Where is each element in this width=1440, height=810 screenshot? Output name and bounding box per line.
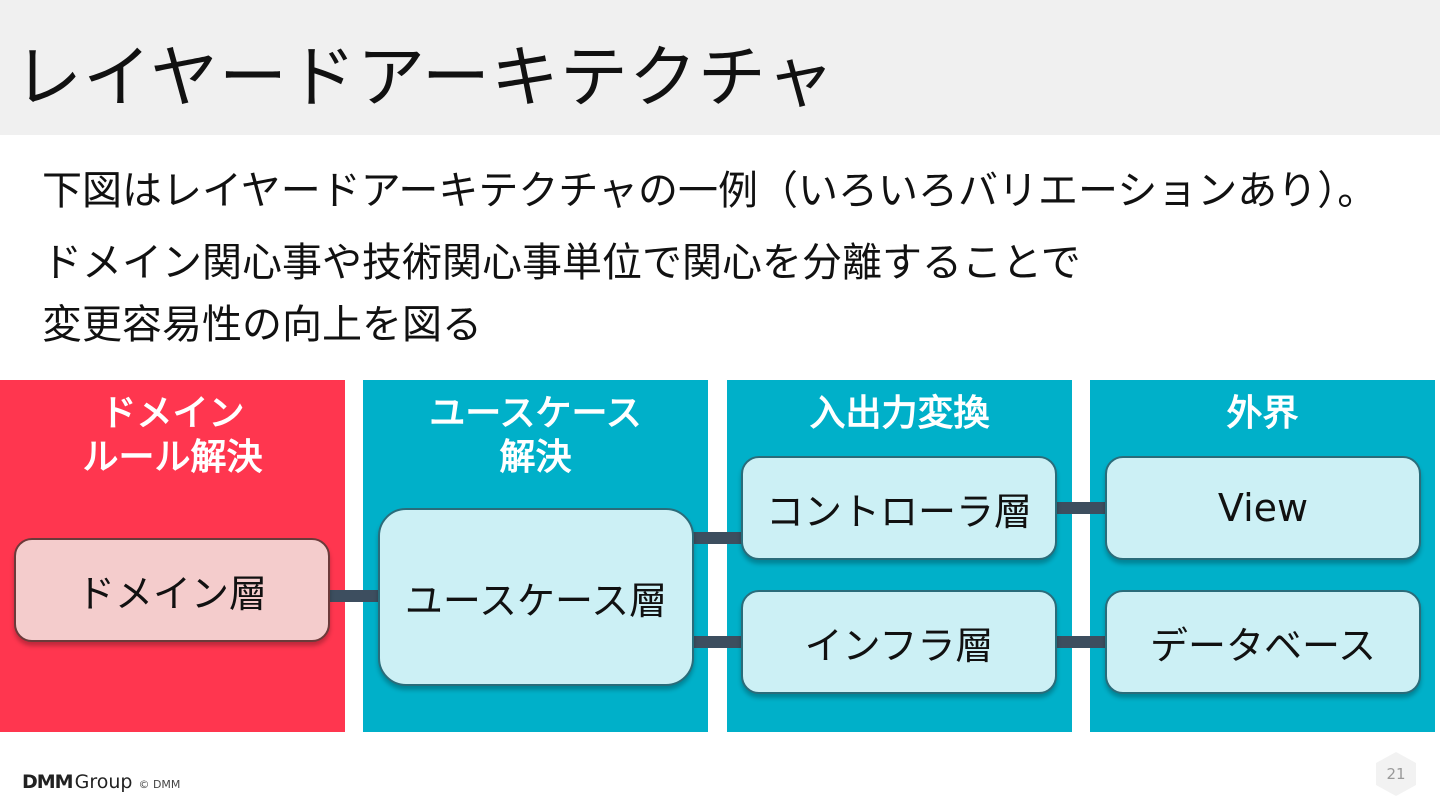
connector-usecase-controller [692,532,742,544]
connector-domain-usecase [328,590,380,602]
view-box: View [1105,456,1421,560]
description-line-2b: 変更容易性の向上を図る [42,302,482,348]
column-heading-line: ルール解決 [82,437,263,478]
connector-usecase-infra [692,636,742,648]
column-heading-line: ドメイン [100,393,245,434]
box-label: データベース [1149,623,1377,668]
usecase-layer-box: ユースケース層 [378,508,694,686]
infra-layer-box: インフラ層 [741,590,1057,694]
column-heading-line: 入出力変換 [809,393,990,434]
column-heading-line: 解決 [499,437,572,478]
column-heading-line: ユースケース [429,393,642,434]
logo-group: Group [74,771,133,793]
logo-brand: DMM [22,771,74,793]
description-line-2: ドメイン関心事や技術関心事単位で関心を分離することで 変更容易性の向上を図る [42,232,1081,356]
column-heading-io-conversion: 入出力変換 [727,392,1072,436]
description-line-2a: ドメイン関心事や技術関心事単位で関心を分離することで [42,240,1081,286]
controller-layer-box: コントローラ層 [741,456,1057,560]
box-label: ユースケース層 [404,578,668,623]
column-heading-usecase: ユースケース 解決 [363,392,708,480]
database-box: データベース [1105,590,1421,694]
domain-layer-box: ドメイン層 [14,538,330,642]
connector-infra-database [1055,636,1107,648]
title-bar: レイヤードアーキテクチャ [0,0,1440,135]
box-label: インフラ層 [804,623,994,668]
column-heading-external: 外界 [1090,392,1435,436]
box-label: コントローラ層 [765,489,1032,534]
column-heading-line: 外界 [1226,393,1299,434]
page-number-text: 21 [1386,765,1406,783]
page-number: 21 [1376,752,1416,796]
box-label: View [1217,486,1309,530]
slide-title: レイヤードアーキテクチャ [14,39,836,118]
column-heading-domain-rules: ドメイン ルール解決 [0,392,345,480]
description-line-1: 下図はレイヤードアーキテクチャの一例（いろいろバリエーションあり）。 [42,168,1378,214]
connector-controller-view [1055,502,1107,514]
copyright-text: © DMM [138,778,181,791]
box-label: ドメイン層 [76,571,267,616]
